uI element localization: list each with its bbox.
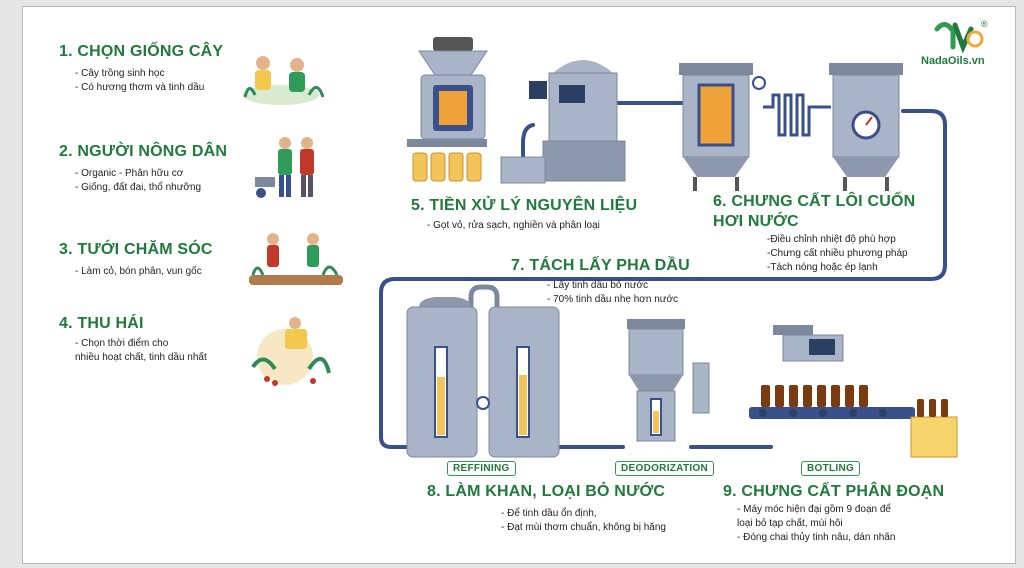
step-3-bullets: - Làm cỏ, bón phân, vun gốc bbox=[75, 265, 202, 279]
step-6-bullets: -Điều chỉnh nhiệt độ phù hợp -Chưng cất … bbox=[767, 233, 908, 275]
step-2-bullet: - Organic - Phân hữu cơ bbox=[75, 168, 184, 179]
step-5-title: 5. TIỀN XỬ LÝ NGUYÊN LIỆU bbox=[411, 197, 638, 214]
step-2-bullets: - Organic - Phân hữu cơ - Giống, đất đai… bbox=[75, 167, 201, 195]
watering-art bbox=[249, 233, 343, 285]
pretreatment-hopper bbox=[407, 37, 488, 182]
step-7-bullet: - 70% tinh dầu nhẹ hơn nước bbox=[547, 294, 679, 305]
step-1-bullet: - Cây trồng sinh học bbox=[75, 68, 165, 79]
farmers-art bbox=[255, 137, 314, 198]
pretreatment-tank bbox=[500, 60, 626, 184]
step-6-bullet: -Chưng cất nhiều phương pháp bbox=[767, 248, 908, 259]
step-7-title: 7. TÁCH LẤY PHA DẦU bbox=[511, 257, 690, 274]
farm-illustrations bbox=[243, 56, 343, 386]
step-6-bullet: -Tách nóng hoặc ép lạnh bbox=[767, 262, 878, 273]
steam-distiller bbox=[679, 63, 766, 191]
step-7-bullet: - Lấy tinh dầu bỏ nước bbox=[547, 280, 649, 291]
separator-tank bbox=[829, 63, 903, 191]
step-8-bullets: - Để tinh dầu ổn định, - Đạt mùi thơm ch… bbox=[501, 507, 666, 535]
deodorization-unit bbox=[627, 319, 710, 442]
brand-logo-icon bbox=[934, 22, 984, 54]
step-8-bullet: - Để tinh dầu ổn định, bbox=[501, 508, 597, 519]
seed-selection-art bbox=[243, 56, 325, 105]
step-1-title: 1. CHỌN GIỐNG CÂY bbox=[59, 43, 224, 60]
infographic-frame: NadaOils.vn ® 1. CHỌN GIỐNG CÂY - Cây tr… bbox=[22, 6, 1016, 564]
brand-registered-mark: ® bbox=[981, 19, 988, 29]
step-2-bullet: - Giống, đất đai, thổ nhưỡng bbox=[75, 182, 202, 193]
step-9-title: 9. CHƯNG CẤT PHÂN ĐOẠN bbox=[723, 483, 945, 500]
step-4-bullet: - Chọn thời điểm cho bbox=[75, 338, 169, 349]
step-4-bullets: - Chọn thời điểm cho nhiều hoạt chất, ti… bbox=[75, 337, 207, 365]
step-5-bullet: - Gọt vỏ, rửa sạch, nghiền và phân loại bbox=[427, 220, 600, 231]
deodorization-stage-label: DEODORIZATION bbox=[615, 461, 715, 476]
step-3-bullet: - Làm cỏ, bón phân, vun gốc bbox=[75, 266, 202, 277]
step-5-bullets: - Gọt vỏ, rửa sạch, nghiền và phân loại bbox=[427, 219, 600, 233]
step-9-bullet: - Đóng chai thủy tinh nâu, dán nhãn bbox=[737, 532, 896, 543]
step-9-bullet: loại bỏ tạp chất, mùi hôi bbox=[737, 518, 843, 529]
pipe-network bbox=[379, 101, 947, 449]
harvest-art bbox=[251, 317, 331, 386]
refining-stage-label: REFFINING bbox=[447, 461, 516, 476]
step-9-bullets: - Máy móc hiện đại gồm 9 đoạn để loại bỏ… bbox=[737, 503, 895, 545]
step-8-bullet: - Đạt mùi thơm chuẩn, không bị hăng bbox=[501, 522, 666, 533]
step-9-bullet: - Máy móc hiện đại gồm 9 đoạn để bbox=[737, 504, 891, 515]
step-4-bullet: nhiều hoạt chất, tinh dầu nhất bbox=[75, 352, 207, 363]
step-6-title-line-2: HƠI NƯỚC bbox=[713, 213, 799, 230]
brand-name: NadaOils.vn bbox=[921, 55, 985, 67]
bottling-line bbox=[749, 325, 958, 458]
step-1-bullet: - Có hương thơm và tinh dầu bbox=[75, 82, 205, 93]
refining-tanks bbox=[406, 284, 560, 458]
step-3-title: 3. TƯỚI CHĂM SÓC bbox=[59, 241, 213, 258]
condenser-coil bbox=[763, 93, 831, 137]
step-2-title: 2. NGƯỜI NÔNG DÂN bbox=[59, 143, 228, 160]
step-6-title-line-1: 6. CHƯNG CẤT LÔI CUỐN bbox=[713, 193, 916, 210]
step-8-title: 8. LÀM KHAN, LOẠI BỎ NƯỚC bbox=[427, 483, 666, 500]
bottling-stage-label: BOTLING bbox=[801, 461, 861, 476]
step-1-bullets: - Cây trồng sinh học - Có hương thơm và … bbox=[75, 67, 204, 95]
step-4-title: 4. THU HÁI bbox=[59, 315, 144, 332]
step-7-bullets: - Lấy tinh dầu bỏ nước - 70% tinh dầu nh… bbox=[547, 279, 678, 307]
step-6-bullet: -Điều chỉnh nhiệt độ phù hợp bbox=[767, 234, 896, 245]
process-machinery bbox=[243, 22, 984, 458]
